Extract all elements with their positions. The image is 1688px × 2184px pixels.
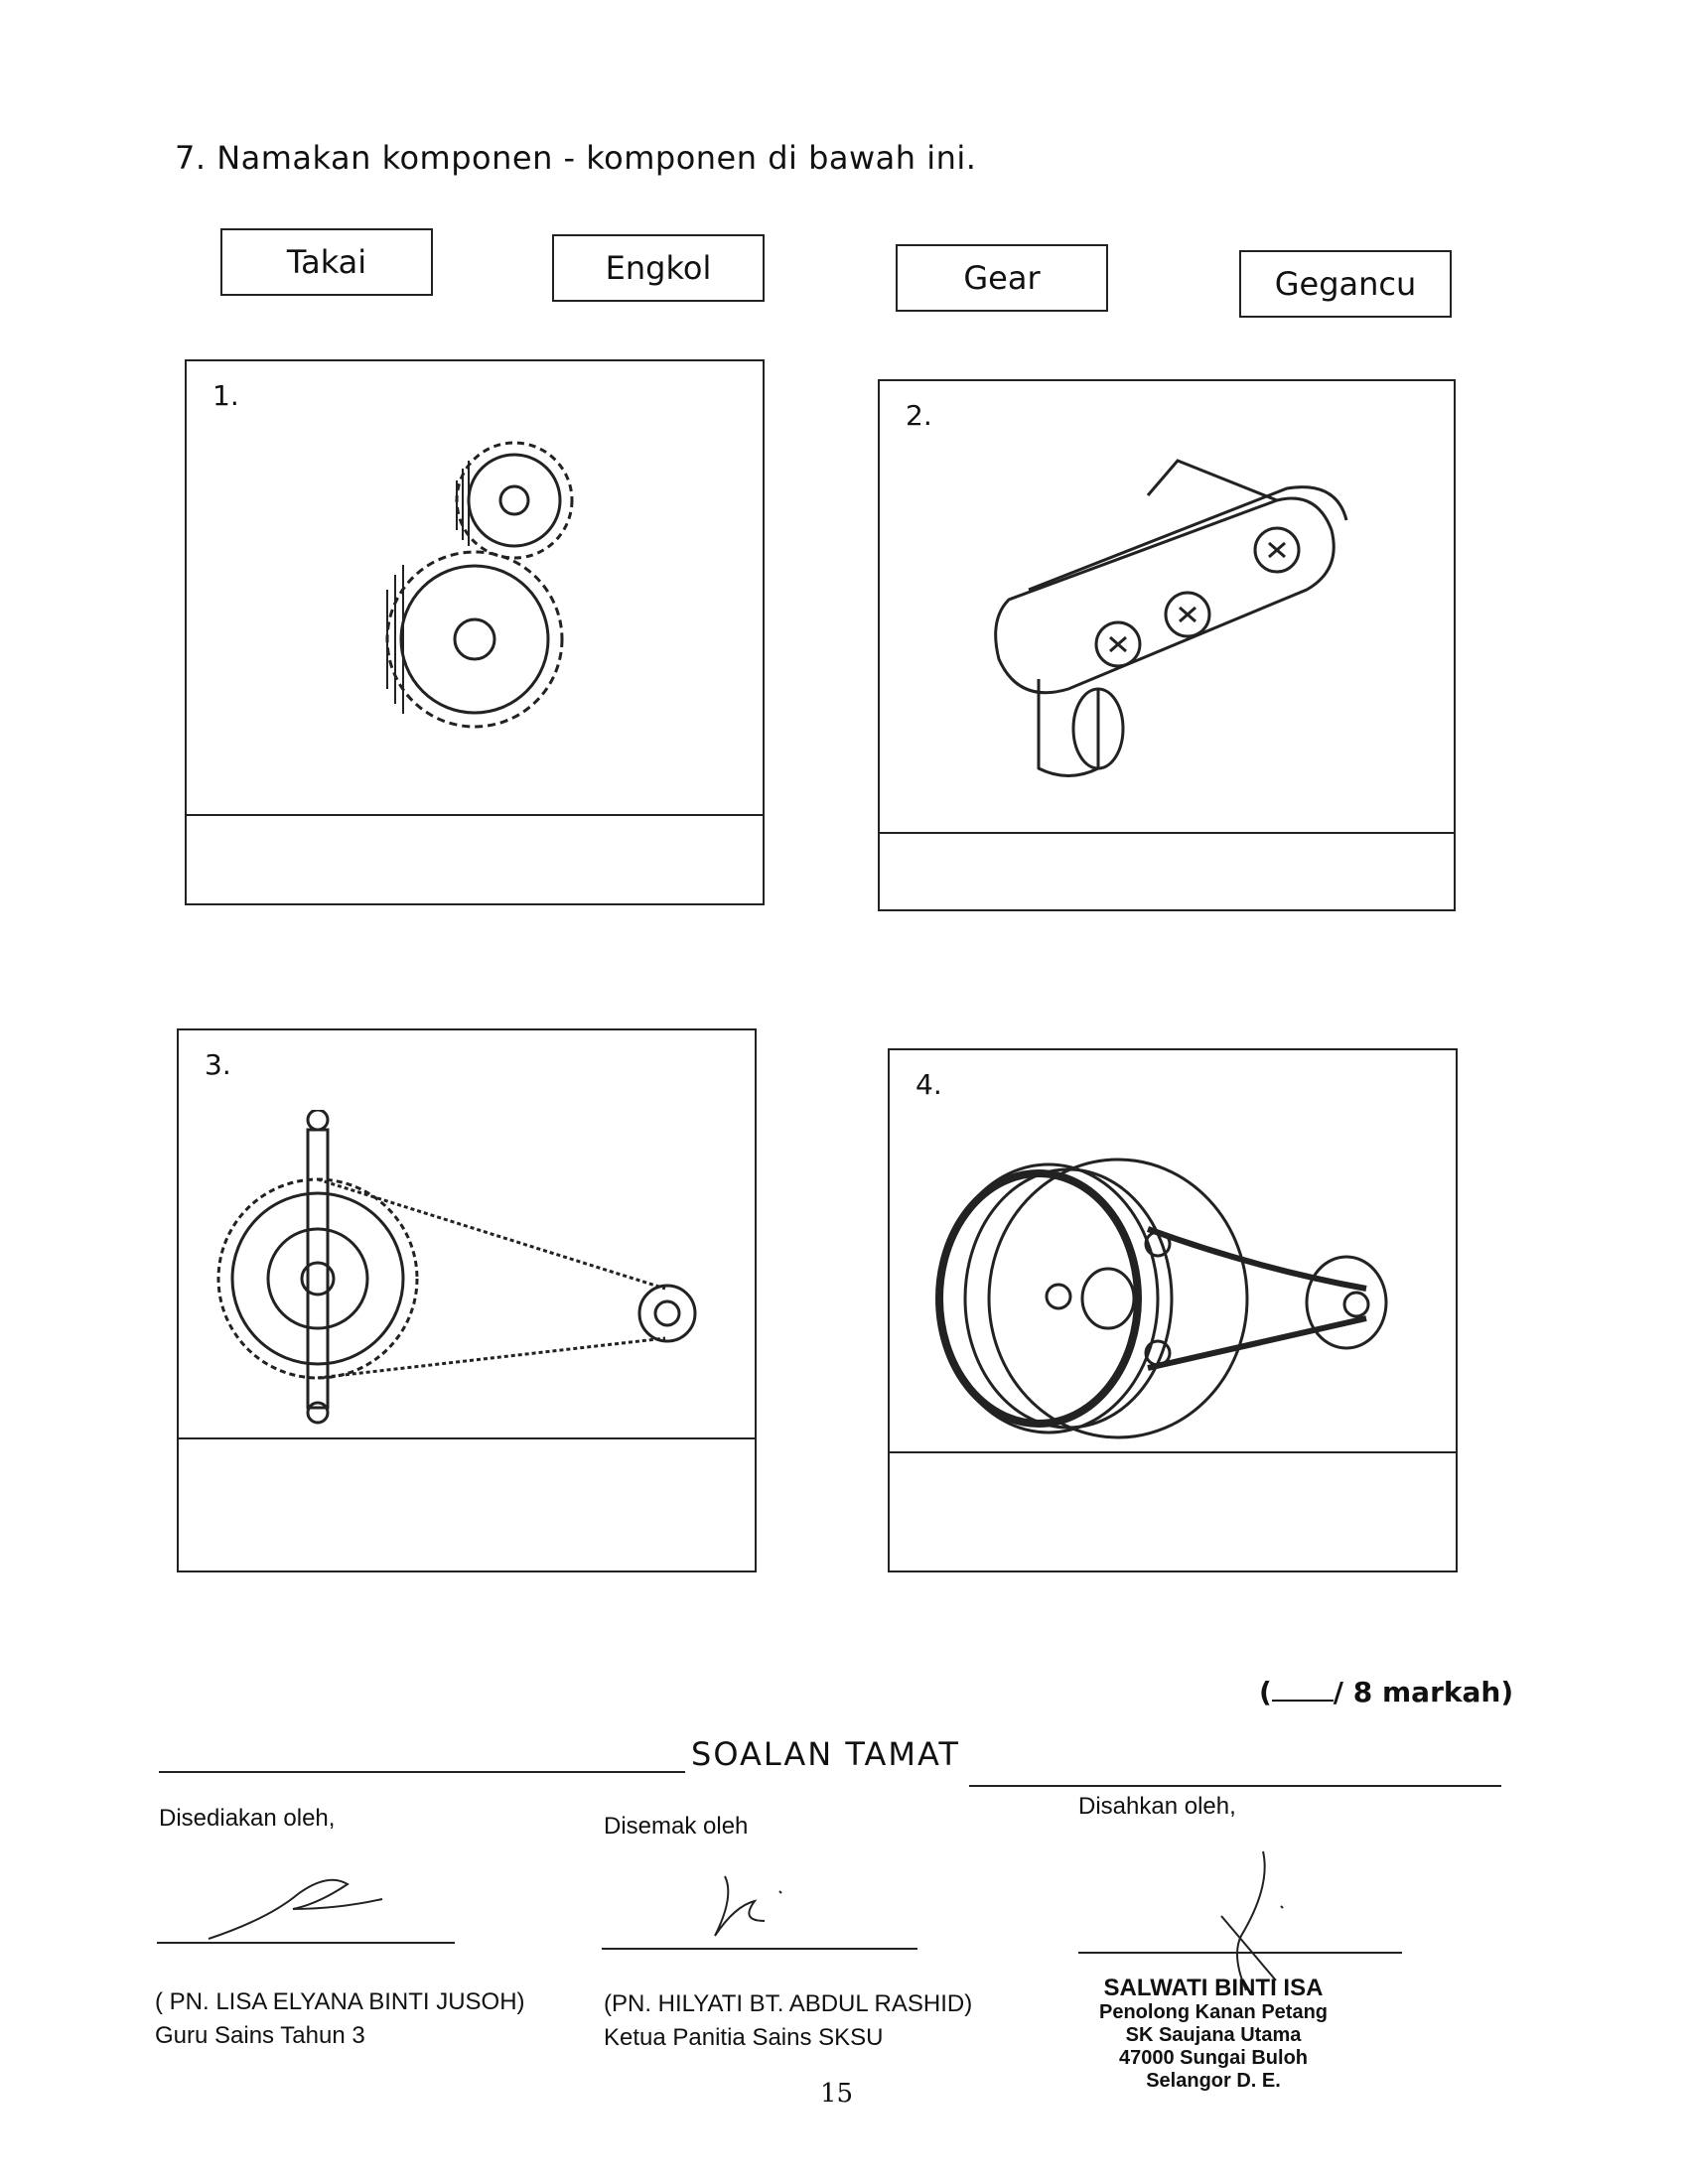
signature-approved (1220, 1850, 1284, 1991)
stamp-line-1: Penolong Kanan Petang (1098, 2001, 1329, 2023)
prepared-name-text: ( PN. LISA ELYANA BINTI JUSOH) (155, 1988, 525, 2015)
checked-by-name: (PN. HILYATI BT. ABDUL RASHID) Ketua Pan… (604, 1987, 972, 2055)
checked-name-text: (PN. HILYATI BT. ABDUL RASHID) (604, 1990, 973, 2017)
word-box-gegancu: Gegancu (1239, 250, 1452, 318)
signature-line-checked (602, 1948, 917, 1950)
word-box-takai: Takai (220, 228, 433, 296)
stamp-line-3: 47000 Sungai Buloh (1118, 2047, 1309, 2069)
prepared-role-text: Guru Sains Tahun 3 (155, 2022, 365, 2049)
picture-box-4: 4. (888, 1048, 1458, 1572)
signature-line-prepared (157, 1942, 455, 1944)
marks-total: ( / 8 markah) (1259, 1676, 1513, 1708)
stamp-name: SALWATI BINTI ISA (1103, 1975, 1324, 2001)
marks-open: ( (1259, 1676, 1272, 1708)
word-box-gear: Gear (896, 244, 1108, 312)
answer-line-3[interactable] (179, 1437, 755, 1439)
word-box-engkol: Engkol (552, 234, 765, 302)
crank-icon (994, 459, 1348, 777)
official-stamp: SALWATI BINTI ISA Penolong Kanan Petang … (1074, 1976, 1352, 2093)
signature-line-approved (1078, 1952, 1402, 1954)
approved-by-label: Disahkan oleh, (1078, 1793, 1236, 1820)
end-line-right (969, 1785, 1501, 1787)
stamp-line-4: Selangor D. E. (1146, 2070, 1281, 2092)
gears-icon (385, 441, 574, 729)
end-text: SOALAN TAMAT (691, 1735, 960, 1773)
signature-prepared (208, 1878, 383, 1940)
answer-line-2[interactable] (880, 832, 1454, 834)
picture-number-1: 1. (212, 379, 239, 412)
picture-number-3: 3. (205, 1048, 231, 1081)
chain-sprocket-icon (216, 1110, 697, 1425)
picture-number-2: 2. (906, 399, 932, 432)
picture-box-3: 3. (177, 1028, 757, 1572)
picture-box-1: 1. (185, 359, 765, 905)
page-number: 15 (820, 2079, 854, 2109)
stamp-line-2: SK Saujana Utama (1125, 2024, 1302, 2046)
picture-number-4: 4. (915, 1068, 942, 1101)
question-title: 7. Namakan komponen - komponen di bawah … (175, 139, 977, 177)
pulley-icon (935, 1158, 1388, 1439)
signature-checked (714, 1875, 782, 1937)
answer-line-4[interactable] (890, 1451, 1456, 1453)
end-line-left (159, 1771, 685, 1773)
prepared-by-label: Disediakan oleh, (159, 1805, 336, 1832)
marks-blank[interactable] (1271, 1676, 1334, 1702)
answer-line-1[interactable] (187, 814, 763, 816)
marks-suffix: / 8 markah) (1333, 1676, 1514, 1708)
checked-role-text: Ketua Panitia Sains SKSU (604, 2024, 884, 2051)
checked-by-label: Disemak oleh (604, 1813, 749, 1840)
picture-box-2: 2. (878, 379, 1456, 911)
prepared-by-name: ( PN. LISA ELYANA BINTI JUSOH) Guru Sain… (155, 1985, 525, 2053)
